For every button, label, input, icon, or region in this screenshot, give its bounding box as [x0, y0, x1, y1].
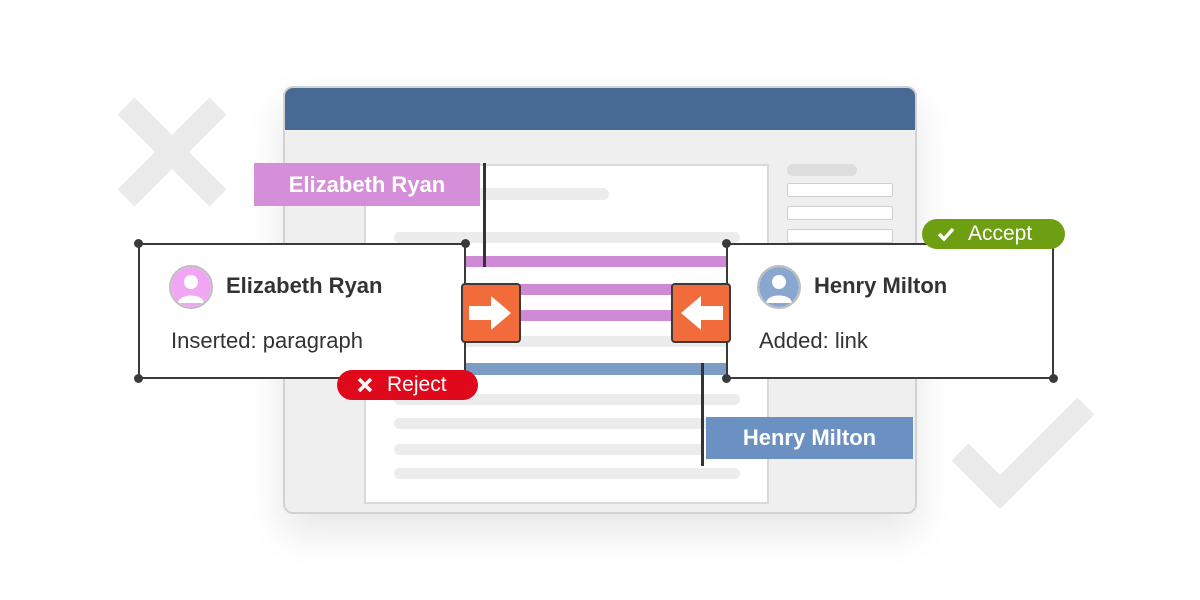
card-corner-handle	[461, 239, 470, 248]
blue-connector-line	[701, 363, 704, 466]
added-link-highlight	[393, 363, 727, 375]
reject-label: Reject	[387, 373, 447, 396]
sidebar-field	[787, 229, 893, 243]
doc-text-line	[394, 418, 740, 429]
card-change-description: Added: link	[759, 328, 868, 353]
check-icon	[936, 224, 956, 244]
card-corner-handle	[134, 239, 143, 248]
card-corner-handle	[1049, 374, 1058, 383]
pink-connector-line	[483, 163, 486, 267]
close-icon	[355, 375, 375, 395]
author-tag-label: Henry Milton	[742, 425, 877, 450]
sidebar-field	[787, 183, 893, 197]
card-corner-handle	[722, 239, 731, 248]
arrow-left-icon	[681, 296, 723, 330]
inserted-paragraph-highlight	[520, 310, 672, 321]
doc-text-line	[394, 444, 704, 455]
card-corner-handle	[134, 374, 143, 383]
author-tag-henry: Henry Milton	[706, 417, 913, 459]
doc-text-line	[394, 336, 740, 347]
change-card-henry[interactable]: Henry Milton Added: link	[722, 239, 1058, 383]
accept-label: Accept	[968, 222, 1033, 245]
accept-button[interactable]: Accept	[922, 219, 1065, 249]
apply-change-left-button[interactable]	[671, 283, 731, 343]
window-title-bar	[285, 88, 915, 130]
sidebar-field	[787, 206, 893, 220]
card-author-name: Henry Milton	[814, 273, 948, 298]
author-tag-label: Elizabeth Ryan	[288, 171, 446, 197]
doc-text-line	[394, 468, 740, 479]
arrow-right-icon	[469, 296, 511, 330]
inserted-paragraph-highlight	[520, 284, 672, 295]
user-avatar-icon	[169, 265, 213, 309]
background-x-icon	[117, 97, 227, 207]
background-check-icon	[951, 397, 1095, 509]
card-change-description: Inserted: paragraph	[171, 328, 364, 353]
card-corner-handle	[722, 374, 731, 383]
doc-text-line	[394, 394, 740, 405]
sidebar-heading	[787, 164, 857, 176]
author-tag-elizabeth: Elizabeth Ryan	[254, 163, 480, 206]
card-author-name: Elizabeth Ryan	[226, 273, 383, 298]
doc-text-line	[394, 232, 740, 243]
inserted-paragraph-highlight	[466, 256, 728, 267]
reject-button[interactable]: Reject	[337, 370, 478, 400]
user-avatar-icon	[757, 265, 801, 309]
apply-change-right-button[interactable]	[461, 283, 521, 343]
change-card-elizabeth[interactable]: Elizabeth Ryan Inserted: paragraph	[134, 239, 470, 383]
